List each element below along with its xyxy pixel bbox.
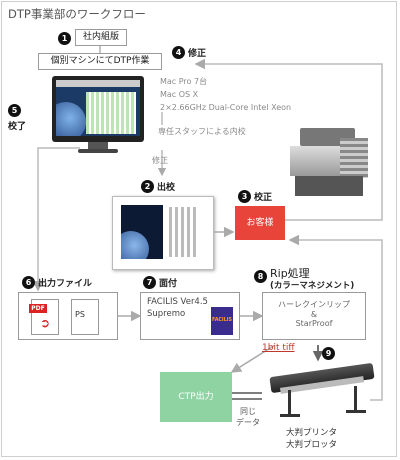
mac-spec-3: 2×2.66GHz Dual-Core Intel Xeon (160, 103, 292, 112)
mac-spec-2: Mac OS X (160, 90, 199, 99)
imposition-line-1: FACILIS Ver4.5 (147, 297, 208, 307)
step-9-badge: 9 (322, 347, 335, 360)
proof-sheet (112, 196, 214, 270)
step-8-label: Rip処理 (270, 267, 310, 280)
ctp-label: CTP出力 (178, 392, 214, 402)
arrow-8-ctp (230, 344, 276, 373)
arrow-fix-loop (194, 58, 383, 221)
monitor-stand (88, 142, 108, 150)
client-label: お客様 (246, 218, 274, 228)
step-2-badge: 2 (141, 180, 154, 193)
step-2-label: 出校 (157, 183, 176, 193)
ps-icon: PS (71, 299, 99, 335)
arrow-approval (32, 147, 80, 292)
tiff-label: 1bit tiff (262, 343, 295, 353)
office-printer-image (290, 128, 370, 198)
output-file-box: PDF ➲ PS (18, 292, 118, 340)
step-1-box: 社内組版 (75, 29, 127, 46)
arrow-printer-client (288, 234, 383, 401)
dtp-work-label: 個別マシンにてDTP作業 (50, 56, 150, 66)
imposition-box: FACILIS Ver4.5 Supremo FACILIS (140, 292, 240, 340)
monitor-image (52, 76, 144, 142)
rip-box: ハーレクインリップ & StarProof (262, 292, 366, 340)
rip-line-3: StarProof (295, 319, 333, 328)
same-data-2: データ (236, 418, 260, 427)
imposition-line-2: Supremo (147, 309, 186, 319)
rip-line-1: ハーレクインリップ (278, 300, 350, 309)
step-6-label: 出力ファイル (38, 279, 93, 289)
step-7-badge: 7 (143, 276, 156, 289)
step-4-label: 修正 (188, 49, 207, 59)
dtp-work-box: 個別マシンにてDTP作業 (38, 53, 162, 70)
step-1-badge: 1 (58, 32, 71, 45)
step-8-badge: 8 (254, 270, 267, 283)
printer-line-2: 大判プロッタ (286, 440, 338, 450)
diagram-title: DTP事業部のワークフロー (8, 7, 146, 21)
step-5-label: 校了 (8, 122, 27, 132)
ctp-box: CTP出力 (160, 372, 232, 422)
step-1-label: 社内組版 (82, 32, 119, 42)
ps-icon-label: PS (75, 310, 85, 319)
step-4-badge: 4 (172, 46, 185, 59)
printer-line-1: 大判プリンタ (286, 428, 338, 438)
client-box: お客様 (235, 206, 285, 240)
facilis-logo-text: FACILIS (211, 318, 233, 323)
facilis-logo: FACILIS (211, 307, 233, 335)
pdf-icon-label: PDF (29, 304, 47, 313)
fix-text: 修正 (152, 156, 168, 165)
step-3-label: 校正 (254, 193, 273, 203)
step-8-sub: (カラーマネジメント) (270, 281, 355, 291)
mac-spec-1: Mac Pro 7台 (160, 77, 208, 86)
rip-line-2: & (310, 310, 318, 319)
same-data-1: 同じ (240, 407, 256, 416)
step-5-badge: 5 (8, 104, 21, 117)
monitor-base (78, 149, 118, 153)
large-printer-image (269, 362, 375, 422)
proofread-text: 専任スタッフによる内校 (158, 127, 246, 136)
pdf-icon: PDF ➲ (29, 299, 59, 335)
step-6-badge: 6 (22, 276, 35, 289)
step-7-label: 面付 (159, 279, 178, 289)
step-3-badge: 3 (238, 190, 251, 203)
